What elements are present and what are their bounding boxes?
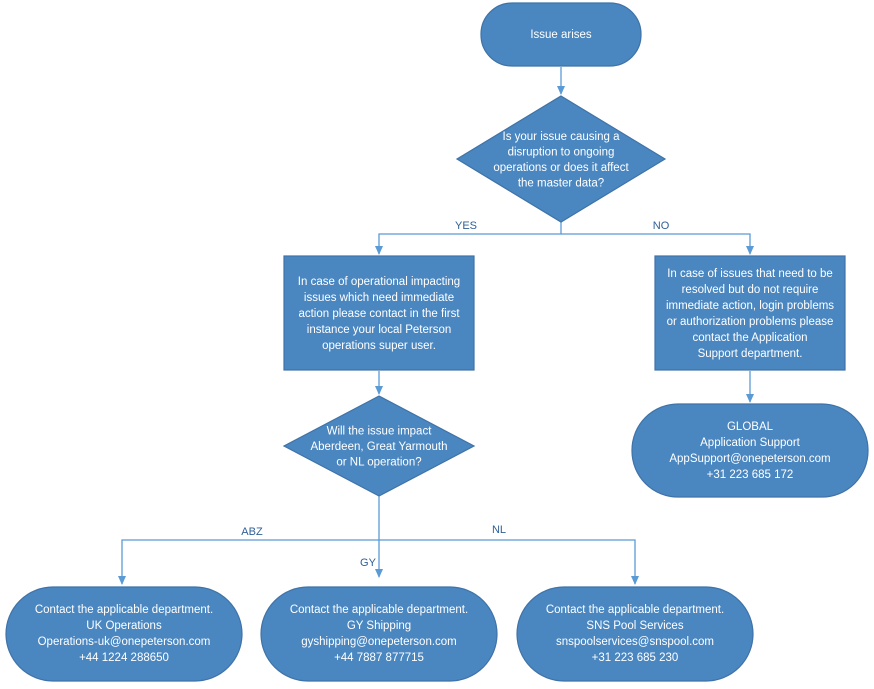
node-start-text: Issue arises [530,29,592,41]
node-q2-shape [282,395,476,497]
node-nl-line: Contact the applicable department. [546,604,724,616]
node-no-box-shape [654,255,846,371]
node-q1-decision: Is your issue causing a disruption to ong… [455,95,667,223]
node-yes_box-line: In case of operational impacting [298,276,460,288]
node-nl-text: Contact the applicable department. SNS Po… [546,604,724,664]
node-no_box-line: resolved but do not require [682,284,819,296]
node-nl-sns-pool: Contact the applicable department. SNS Po… [516,586,754,682]
edge-label-abz: ABZ [241,526,263,538]
node-no_box-line: or authorization problems please [667,316,834,328]
node-no_box-line: immediate action, login problems [666,300,834,312]
node-q1-shape [455,95,667,223]
node-yes_box-line: action please contact in the first [298,308,460,320]
node-no-box: In case of issues that need to be resolve… [654,255,846,371]
edge-label-gy: GY [360,557,377,569]
node-yes-box-shape [283,255,475,371]
node-yes_box-line: issues which need immediate [304,292,454,304]
node-gy-text: Contact the applicable department. GY Shi… [290,604,468,664]
node-q2-line: Aberdeen, Great Yarmouth [310,441,447,453]
connector-q1-yes [375,222,562,255]
node-gy-shape [260,586,498,682]
node-global-shape [631,403,869,498]
node-uk-line: UK Operations [86,620,162,632]
node-uk-line: +44 1224 288650 [79,652,169,664]
node-yes_box-line: operations super user. [322,340,436,352]
node-q1-line: Is your issue causing a [503,131,621,143]
node-global-line: AppSupport@onepeterson.com [669,453,830,465]
node-uk-line: Operations-uk@onepeterson.com [38,636,211,648]
node-uk-operations: Contact the applicable department. UK Ope… [5,586,243,682]
node-gy-line: GY Shipping [347,620,411,632]
edge-label-no: NO [653,220,670,232]
node-global-line: GLOBAL [727,421,774,433]
node-uk-line: Contact the applicable department. [35,604,213,616]
connector-q1-no [561,233,754,255]
node-uk-text: Contact the applicable department. UK Ope… [35,604,213,664]
node-nl-line: +31 223 685 230 [592,652,679,664]
connector-q2-to-abz [118,496,380,585]
node-nl-line: SNS Pool Services [586,620,683,632]
connectors [118,67,754,585]
node-start-shape [480,2,642,67]
node-yes-box: In case of operational impacting issues w… [283,255,475,371]
node-no-box-text: In case of issues that need to be resolve… [666,268,834,360]
node-no_box-line: In case of issues that need to be [667,268,833,280]
node-gy-line: +44 7887 877715 [334,652,424,664]
edge-label-nl: NL [492,524,506,536]
node-q1-line: operations or does it affect [493,162,629,174]
node-q1-line: disruption to ongoing [508,146,615,158]
node-global-line: +31 223 685 172 [707,469,794,481]
node-q2-line: or NL operation? [336,457,421,469]
node-yes-box-text: In case of operational impacting issues w… [298,276,461,352]
edge-labels: YES NO ABZ GY NL [241,220,669,569]
node-no_box-line: Support department. [698,348,803,360]
connector-q2-to-nl [379,539,639,585]
edge-label-yes: YES [455,220,477,232]
node-no_box-line: contact the Application [692,332,807,344]
node-global-line: Application Support [700,437,801,449]
node-nl-line: snspoolservices@snspool.com [556,636,714,648]
node-q2-line: Will the issue impact [327,426,433,438]
node-gy-shipping: Contact the applicable department. GY Shi… [260,586,498,682]
node-uk-shape [5,586,243,682]
node-gy-line: Contact the applicable department. [290,604,468,616]
node-nl-shape [516,586,754,682]
node-q1-line: the master data? [518,177,604,189]
node-start: Issue arises [480,2,642,67]
node-start-line: Issue arises [530,29,592,41]
node-gy-line: gyshipping@onepeterson.com [301,636,457,648]
node-yes_box-line: instance your local Peterson [307,324,451,336]
node-q1-text: Is your issue causing a disruption to ong… [493,131,629,190]
